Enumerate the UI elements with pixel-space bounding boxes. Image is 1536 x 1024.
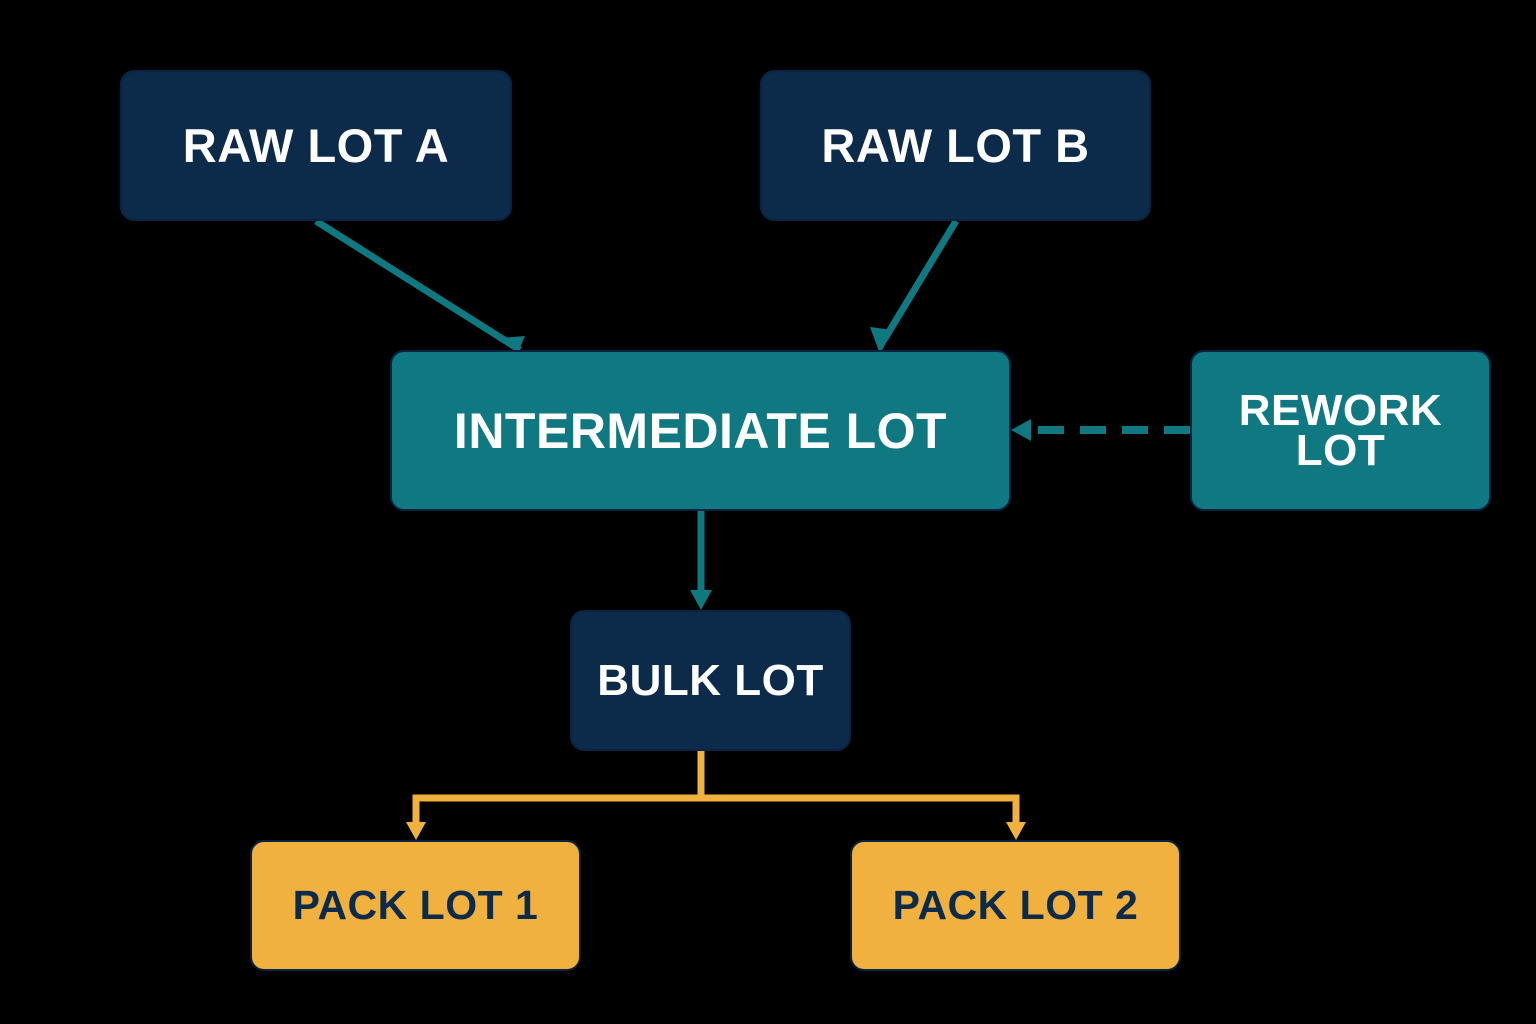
node-raw-lot-b-label: RAW LOT B: [821, 119, 1090, 172]
node-raw-lot-a-label: RAW LOT A: [182, 119, 450, 172]
node-rework-lot-label-line-2: LOT: [1295, 425, 1386, 475]
edge-raw-a-arrowhead: [500, 336, 525, 352]
edge-raw-b-to-intermediate: [881, 219, 959, 342]
node-rework-lot-label-line-1: REWORK: [1238, 385, 1443, 435]
node-rework-lot: REWORK LOT: [1190, 350, 1491, 511]
node-pack-lot-2-label: PACK LOT 2: [892, 882, 1139, 928]
node-pack-lot-1-label: PACK LOT 1: [292, 882, 539, 928]
edge-rework-arrowhead: [1011, 419, 1031, 441]
edge-intermediate-arrowhead: [690, 590, 712, 610]
node-pack-lot-2: PACK LOT 2: [850, 840, 1181, 971]
node-raw-lot-a: RAW LOT A: [120, 70, 512, 221]
node-pack-lot-1: PACK LOT 1: [250, 840, 581, 971]
edge-pack-2-arrowhead: [1006, 822, 1026, 840]
node-intermediate-lot-label: INTERMEDIATE LOT: [453, 402, 948, 459]
node-bulk-lot-label: BULK LOT: [597, 655, 824, 705]
node-raw-lot-b: RAW LOT B: [760, 70, 1151, 221]
edge-bulk-to-pack-1: [412, 794, 701, 826]
node-intermediate-lot: INTERMEDIATE LOT: [390, 350, 1011, 511]
edge-raw-a-to-intermediate: [314, 218, 522, 353]
edge-raw-b-arrowhead: [870, 327, 893, 354]
node-bulk-lot: BULK LOT: [570, 610, 851, 751]
node-rework-lot-label: REWORK LOT: [1238, 385, 1443, 475]
edge-bulk-to-pack-2: [701, 794, 1020, 826]
edge-pack-1-arrowhead: [406, 822, 426, 840]
